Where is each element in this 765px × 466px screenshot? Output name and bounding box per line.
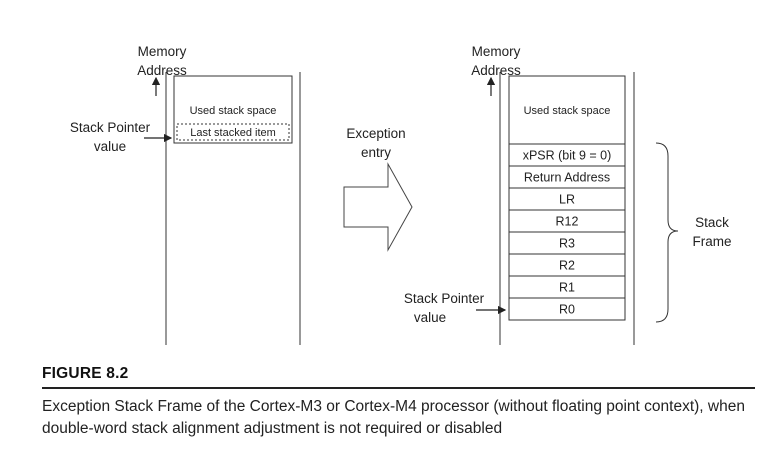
stack-frame-cell-label: xPSR (bit 9 = 0): [523, 149, 612, 163]
left-sp-label-line2: value: [94, 139, 126, 154]
stack-frame-brace: [655, 142, 679, 323]
figure-divider: [42, 387, 755, 389]
exception-label-line1: Exception: [346, 126, 405, 141]
right-sp-label-line2: value: [414, 310, 446, 325]
left-memory-label-line2: Address: [137, 63, 187, 78]
right-memory-label-line1: Memory: [472, 44, 521, 59]
exception-entry-arrow: [343, 162, 413, 252]
stack-frame-cell-label: R3: [559, 237, 575, 251]
stack-frame-cell-label: R0: [559, 303, 575, 317]
left-sp-label-line1: Stack Pointer: [70, 120, 151, 135]
left-stack: Used stack space Last stacked item Memor…: [70, 44, 301, 345]
left-last-stacked-label: Last stacked item: [190, 127, 276, 139]
figure-caption: Exception Stack Frame of the Cortex-M3 o…: [42, 398, 745, 437]
left-memory-label-line1: Memory: [138, 44, 187, 59]
figure-label: FIGURE 8.2: [42, 365, 129, 382]
stack-frame-cell: [508, 297, 626, 321]
stack-frame-cell-label: LR: [559, 193, 575, 207]
stack-frame-cell-label: R12: [556, 215, 579, 229]
stack-frame-label-line1: Stack: [695, 215, 729, 230]
left-last-stacked-box: [176, 123, 290, 141]
stack-frame-cell-label: R2: [559, 259, 575, 273]
exception-label-line2: entry: [361, 145, 391, 160]
stack-frame-diagram: Used stack space Last stacked item Memor…: [70, 44, 732, 345]
right-memory-label-line2: Address: [471, 63, 521, 78]
stack-frame-cell-label: R1: [559, 281, 575, 295]
right-sp-label-line1: Stack Pointer: [404, 291, 485, 306]
left-used-stack-label: Used stack space: [190, 105, 277, 117]
right-stack: Memory Address Used stack space xPSR (bi…: [404, 44, 732, 345]
right-used-stack-label: Used stack space: [524, 105, 611, 117]
left-used-stack-box: [173, 75, 293, 144]
stack-frame-cell-label: Return Address: [524, 171, 610, 185]
exception-entry: Exception entry: [343, 126, 413, 252]
stack-frame-label-line2: Frame: [692, 234, 731, 249]
